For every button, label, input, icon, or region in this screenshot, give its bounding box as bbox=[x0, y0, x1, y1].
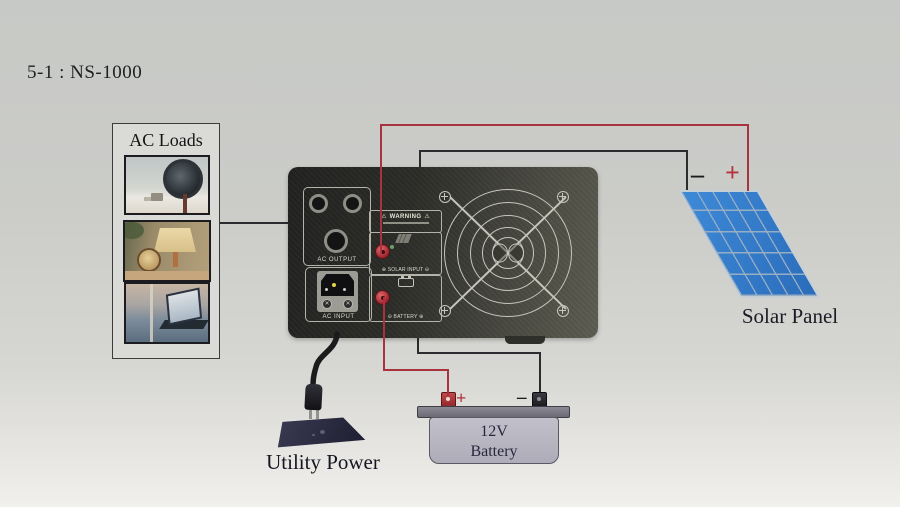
solar-minus-wire-down bbox=[686, 150, 688, 191]
ac-output-label: AC OUTPUT bbox=[317, 257, 357, 263]
utility-power-label: Utility Power bbox=[266, 450, 380, 474]
screw-icon bbox=[439, 305, 451, 317]
plug-prong bbox=[316, 408, 319, 419]
wall-outlet-icon bbox=[277, 417, 366, 448]
window-frame bbox=[150, 284, 153, 342]
iec-pin bbox=[325, 288, 328, 291]
warning-label: WARNING bbox=[389, 213, 422, 220]
ac-input-socket: ✕ ✕ bbox=[317, 271, 358, 312]
inverter-unit: AC OUTPUT AC INPUT ✕ ✕ ⚠ WARNING ⚠ ⊕ SOL… bbox=[288, 167, 598, 338]
plug-icon bbox=[304, 383, 323, 411]
power-cord bbox=[310, 331, 340, 391]
battery-terminal-label: ⊖ BATTERY ⊕ bbox=[387, 314, 424, 320]
plant-icon bbox=[125, 222, 144, 239]
fan-grille-icon bbox=[431, 176, 585, 330]
battery-plus-wire-drop bbox=[383, 297, 385, 371]
solar-input-label: ⊕ SOLAR INPUT ⊖ bbox=[381, 267, 430, 273]
clock-icon bbox=[137, 248, 161, 272]
fan-pole bbox=[183, 194, 187, 213]
laptop-photo bbox=[124, 282, 210, 344]
battery-plus-wire-run bbox=[383, 369, 449, 371]
battery-terminal bbox=[375, 290, 390, 305]
solar-plus-sign: + bbox=[725, 158, 740, 187]
ac-output-socket-3 bbox=[324, 229, 348, 253]
battery-plus-sign: + bbox=[456, 388, 467, 408]
solar-minus-wire-drop bbox=[419, 150, 421, 176]
plug-prong bbox=[309, 408, 312, 419]
battery-minus-wire-down bbox=[539, 352, 541, 396]
ac-output-socket-1 bbox=[309, 194, 328, 213]
ac-output-socket-2 bbox=[343, 194, 362, 213]
solar-panel bbox=[678, 190, 821, 298]
ac-loads-box: AC Loads bbox=[112, 123, 220, 359]
solar-plus-wire-down bbox=[747, 124, 749, 191]
battery-body: 12V Battery bbox=[429, 417, 559, 464]
ac-loads-title: AC Loads bbox=[129, 130, 203, 150]
lamp-icon bbox=[154, 228, 196, 252]
battery-icon bbox=[398, 276, 414, 287]
battery-negative-post bbox=[532, 392, 547, 409]
ac-output-group: AC OUTPUT bbox=[303, 187, 371, 266]
solar-minus-wire-run bbox=[419, 150, 688, 152]
solar-plus-wire-run bbox=[380, 124, 749, 126]
screw-icon: ✕ bbox=[322, 299, 332, 309]
fan-icon bbox=[163, 159, 203, 199]
ac-loads-wire bbox=[218, 222, 288, 224]
page-title: 5-1 : NS-1000 bbox=[27, 62, 143, 83]
fan-ring bbox=[444, 189, 572, 317]
fan-ring bbox=[482, 227, 534, 279]
solar-panel-label: Solar Panel bbox=[741, 304, 839, 328]
ac-input-label: AC INPUT bbox=[322, 314, 355, 320]
fan-hub bbox=[508, 243, 524, 263]
lamp-base bbox=[173, 252, 178, 267]
radio-icon bbox=[151, 193, 163, 201]
solar-input-section: ⊕ SOLAR INPUT ⊖ bbox=[369, 232, 442, 275]
battery-minus-wire-drop bbox=[417, 335, 419, 354]
screw-icon bbox=[557, 305, 569, 317]
solar-input-terminal bbox=[375, 244, 390, 259]
table-surface bbox=[125, 271, 209, 280]
fan-photo bbox=[124, 155, 210, 215]
screw-icon bbox=[557, 191, 569, 203]
power-led bbox=[332, 283, 336, 287]
iec-inlet-icon bbox=[321, 274, 354, 296]
warning-icon: ⚠ bbox=[424, 214, 430, 220]
battery-minus-wire-run bbox=[417, 352, 541, 354]
screw-icon: ✕ bbox=[343, 299, 353, 309]
fan-ring bbox=[470, 215, 546, 291]
battery-section: ⊖ BATTERY ⊕ bbox=[369, 275, 442, 322]
inverter-foot bbox=[505, 336, 545, 344]
battery-minus-sign: – bbox=[517, 387, 527, 408]
battery-plus-wire-down bbox=[447, 369, 449, 396]
solar-led bbox=[390, 245, 394, 249]
lamp-photo bbox=[123, 220, 211, 282]
ac-input-group: AC INPUT bbox=[305, 267, 372, 322]
screw-icon bbox=[439, 191, 451, 203]
solar-plus-wire-drop bbox=[380, 124, 382, 254]
iec-pin bbox=[343, 288, 346, 291]
solar-minus-sign: – bbox=[691, 160, 704, 189]
warning-icon: ⚠ bbox=[381, 214, 387, 220]
warning-fine-print bbox=[382, 222, 429, 224]
fan-hub bbox=[492, 243, 508, 263]
battery-word: Battery bbox=[470, 443, 518, 460]
battery-voltage: 12V bbox=[480, 423, 508, 440]
fan-ring bbox=[457, 202, 559, 304]
